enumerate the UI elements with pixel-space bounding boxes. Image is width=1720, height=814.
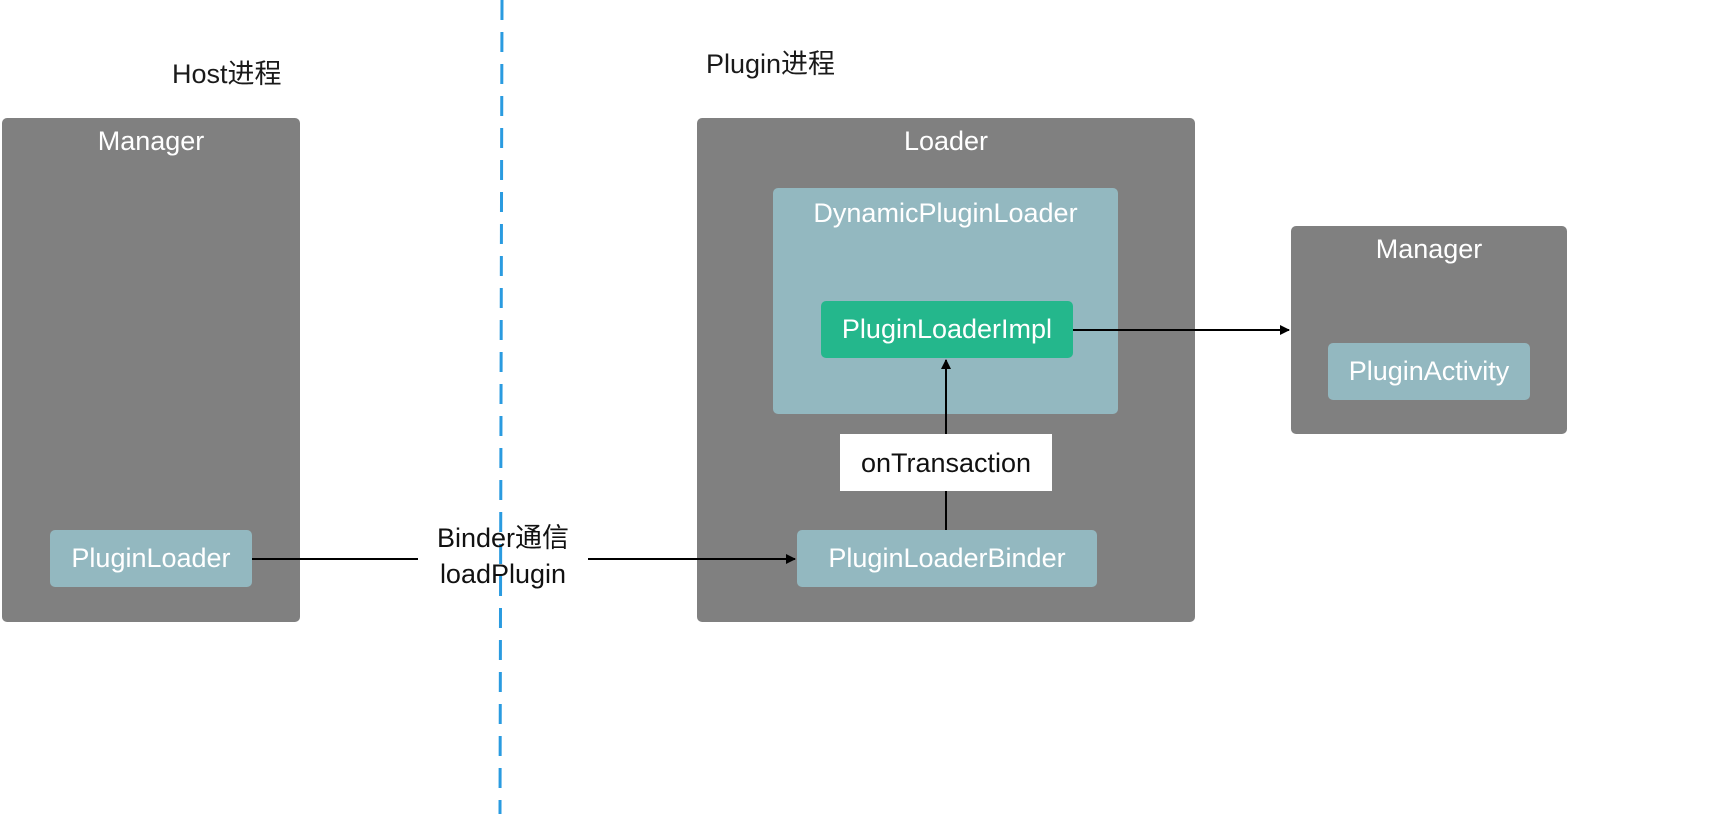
plugin-loader-impl-node[interactable]: PluginLoaderImpl	[821, 301, 1073, 358]
ontransaction-label: onTransaction	[840, 434, 1052, 491]
plugin-loader-node[interactable]: PluginLoader	[50, 530, 252, 587]
host-process-title: Host进程	[172, 59, 282, 89]
plugin-manager-title: Manager	[1375, 234, 1483, 264]
plugin-process-title: Plugin进程	[706, 49, 836, 79]
dynamic-plugin-loader-title: DynamicPluginLoader	[813, 198, 1078, 228]
binder-edge-label-line2: loadPlugin	[439, 559, 567, 589]
plugin-activity-node[interactable]: PluginActivity	[1328, 343, 1530, 400]
binder-edge-label: Binder通信 loadPlugin	[420, 520, 586, 592]
binder-edge-label-line1: Binder通信	[436, 523, 570, 553]
host-manager-title: Manager	[97, 126, 205, 156]
process-divider-line	[498, 0, 504, 814]
loader-title: Loader	[903, 126, 989, 156]
plugin-manager-container: Manager	[1291, 226, 1567, 434]
plugin-loader-binder-node[interactable]: PluginLoaderBinder	[797, 530, 1097, 587]
